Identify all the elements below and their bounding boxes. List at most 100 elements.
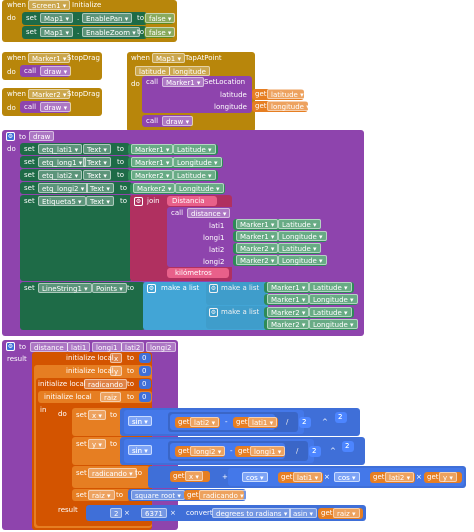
lati1-dropdown[interactable]: lati1 ▾ bbox=[293, 472, 323, 482]
number-two[interactable]: 2 bbox=[342, 441, 354, 452]
set-etiqueta5-block[interactable]: set Etiqueta5 ▾ Text ▾ to bbox=[20, 195, 132, 281]
property-dropdown[interactable]: EnablePan ▾ bbox=[82, 13, 133, 23]
false-dropdown[interactable]: false ▾ bbox=[145, 13, 176, 23]
component-dropdown[interactable]: etq_long1 ▾ bbox=[38, 157, 87, 167]
component-dropdown[interactable]: Map1 ▾ bbox=[40, 13, 73, 23]
get-longitude-block[interactable]: get longitude ▾ bbox=[252, 101, 314, 112]
component-dropdown[interactable]: etq_lati2 ▾ bbox=[38, 170, 83, 180]
marker-prop-dropdown[interactable]: Latitude ▾ bbox=[173, 144, 216, 154]
number-block[interactable]: 0 bbox=[139, 392, 151, 402]
marker-latitude-block[interactable]: Marker2 ▾ Latitude ▾ bbox=[233, 243, 321, 254]
property-dropdown[interactable]: Text ▾ bbox=[83, 170, 111, 180]
draw-dropdown[interactable]: draw ▾ bbox=[162, 116, 194, 126]
set-etq-lati1-block[interactable]: set etq_lati1 ▾ Text ▾ to bbox=[20, 143, 130, 155]
number-block[interactable]: 0 bbox=[139, 353, 151, 363]
mutator-gear-icon[interactable]: ⚙ bbox=[134, 197, 143, 206]
get-longi1-block[interactable]: get longi1 ▾ bbox=[235, 446, 286, 457]
set-x-block[interactable]: set x ▾ to bbox=[72, 408, 124, 436]
get-lati2-block[interactable]: get lati2 ▾ bbox=[175, 417, 220, 428]
marker-latitude-block[interactable]: Marker2 ▾ Latitude ▾ bbox=[128, 170, 218, 181]
marker-latitude-block[interactable]: Marker1 ▾ Latitude ▾ bbox=[264, 282, 354, 293]
param-lati2[interactable]: lati2 bbox=[121, 342, 145, 352]
marker-longitude-block[interactable]: Marker1 ▾ Longitude ▾ bbox=[264, 294, 358, 305]
marker-dropdown[interactable]: Marker2 ▾ bbox=[133, 183, 176, 193]
set-map1-enablezoom-block[interactable]: set Map1 ▾ . EnableZoom ▾ to bbox=[22, 26, 147, 39]
mutator-gear-icon[interactable]: ⚙ bbox=[209, 284, 218, 293]
local-name-y[interactable]: y bbox=[110, 366, 123, 376]
get-lati1-block[interactable]: get lati1 ▾ bbox=[233, 417, 278, 428]
marker-longitude-block[interactable]: Marker1 ▾ Longitude ▾ bbox=[233, 231, 327, 242]
set-etq-longi2-block[interactable]: set etq_longi2 ▾ Text ▾ to bbox=[20, 182, 132, 194]
marker-dropdown[interactable]: Marker1 ▾ bbox=[131, 157, 174, 167]
radicando-dropdown[interactable]: radicando ▾ bbox=[199, 490, 248, 500]
component-dropdown[interactable]: Map1 ▾ bbox=[40, 27, 73, 37]
local-name-radicando[interactable]: radicando bbox=[84, 379, 127, 389]
mutator-gear-icon[interactable]: ⚙ bbox=[6, 132, 15, 141]
component-dropdown[interactable]: Etiqueta5 ▾ bbox=[38, 196, 86, 206]
param-longitude[interactable]: longitude bbox=[169, 66, 210, 76]
marker-prop-dropdown[interactable]: Longitude ▾ bbox=[309, 319, 358, 329]
param-longi1[interactable]: longi1 bbox=[92, 342, 122, 352]
marker-dropdown[interactable]: Marker2 ▾ bbox=[267, 307, 310, 317]
get-longi2-block[interactable]: get longi2 ▾ bbox=[175, 446, 226, 457]
marker-dropdown[interactable]: Marker2 ▾ bbox=[267, 319, 310, 329]
var-raiz-dropdown[interactable]: raiz ▾ bbox=[88, 490, 115, 500]
marker-dropdown[interactable]: Marker1 ▾ bbox=[236, 219, 279, 229]
asin-dropdown[interactable]: asin ▾ bbox=[289, 508, 318, 518]
false-block[interactable]: false ▾ bbox=[144, 13, 176, 24]
draw-dropdown[interactable]: draw ▾ bbox=[40, 66, 72, 76]
marker-prop-dropdown[interactable]: Longitude ▾ bbox=[173, 157, 222, 167]
property-dropdown[interactable]: Text ▾ bbox=[86, 183, 114, 193]
draw-dropdown[interactable]: draw ▾ bbox=[40, 102, 72, 112]
var-x-dropdown[interactable]: x ▾ bbox=[88, 410, 106, 420]
get-lati1-block[interactable]: get lati1 ▾ bbox=[278, 472, 323, 483]
marker-latitude-block[interactable]: Marker1 ▾ Latitude ▾ bbox=[128, 144, 218, 155]
set-etq-lati2-block[interactable]: set etq_lati2 ▾ Text ▾ to bbox=[20, 169, 130, 181]
number-two[interactable]: 2 bbox=[309, 446, 321, 457]
set-radicando-block[interactable]: set radicando ▾ to bbox=[72, 466, 150, 488]
var-y-dropdown[interactable]: y ▾ bbox=[88, 439, 106, 449]
marker-dropdown[interactable]: Marker1 ▾ bbox=[267, 294, 310, 304]
marker-dropdown[interactable]: Marker1 ▾ bbox=[267, 282, 310, 292]
longi2-dropdown[interactable]: longi2 ▾ bbox=[190, 446, 226, 456]
call-distance-block[interactable]: call distance ▾ lati1 longi1 lati2 longi… bbox=[167, 207, 235, 267]
mutator-gear-icon[interactable]: ⚙ bbox=[6, 342, 15, 351]
marker-dropdown[interactable]: Marker2 ▾ bbox=[131, 170, 174, 180]
component-dropdown[interactable]: etq_lati1 ▾ bbox=[38, 144, 83, 154]
get-radicando-block[interactable]: get radicando ▾ bbox=[184, 490, 248, 500]
cos-dropdown[interactable]: cos ▾ bbox=[334, 472, 360, 482]
marker-dropdown[interactable]: Marker2 ▾ bbox=[236, 255, 279, 265]
procedure-name[interactable]: distance bbox=[30, 342, 68, 352]
call-draw-block[interactable]: call draw ▾ bbox=[142, 115, 194, 127]
set-etq-long1-block[interactable]: set etq_long1 ▾ Text ▾ to bbox=[20, 156, 130, 168]
marker-prop-dropdown[interactable]: Latitude ▾ bbox=[309, 282, 352, 292]
set-map1-enablepan-block[interactable]: set Map1 ▾ . EnablePan ▾ to bbox=[22, 12, 147, 25]
marker-dropdown[interactable]: Marker1 ▾ bbox=[162, 77, 205, 87]
number-block[interactable]: 0 bbox=[139, 366, 151, 376]
call-setlocation-block[interactable]: call Marker1 ▾ SetLocation latitude long… bbox=[142, 76, 252, 113]
marker-prop-dropdown[interactable]: Longitude ▾ bbox=[278, 255, 327, 265]
square-root-dropdown[interactable]: square root ▾ bbox=[131, 490, 185, 500]
set-linestring1-block[interactable]: set LineString1 ▾ Points ▾ to bbox=[20, 282, 145, 330]
set-y-block[interactable]: set y ▾ to bbox=[72, 437, 124, 465]
initialize-local-raiz-block[interactable]: initialize local raiz to bbox=[38, 391, 152, 403]
component-dropdown[interactable]: etq_longi2 ▾ bbox=[38, 183, 89, 193]
procedure-name[interactable]: draw bbox=[29, 131, 55, 141]
marker-prop-dropdown[interactable]: Latitude ▾ bbox=[278, 243, 321, 253]
marker-latitude-block[interactable]: Marker1 ▾ Latitude ▾ bbox=[233, 219, 321, 230]
marker-dropdown[interactable]: Marker2 ▾ bbox=[28, 89, 71, 99]
number-two[interactable]: 2 bbox=[110, 508, 123, 518]
marker-prop-dropdown[interactable]: Latitude ▾ bbox=[309, 307, 352, 317]
times-result-block[interactable]: 2 × 6371 × convert degrees to radians ▾ … bbox=[86, 505, 366, 521]
property-dropdown[interactable]: Text ▾ bbox=[86, 196, 114, 206]
marker-dropdown[interactable]: Marker1 ▾ bbox=[28, 53, 71, 63]
param-latitude[interactable]: latitude bbox=[135, 66, 170, 76]
text-distancia[interactable]: Distancia bbox=[167, 196, 217, 206]
local-name-raiz[interactable]: raiz bbox=[100, 392, 121, 402]
lati1-dropdown[interactable]: lati1 ▾ bbox=[248, 417, 278, 427]
param-longi2[interactable]: longi2 bbox=[146, 342, 176, 352]
mutator-gear-icon[interactable]: ⚙ bbox=[209, 308, 218, 317]
mutator-gear-icon[interactable]: ⚙ bbox=[147, 284, 156, 293]
x-dropdown[interactable]: x ▾ bbox=[185, 471, 203, 481]
false-block[interactable]: false ▾ bbox=[144, 27, 176, 38]
